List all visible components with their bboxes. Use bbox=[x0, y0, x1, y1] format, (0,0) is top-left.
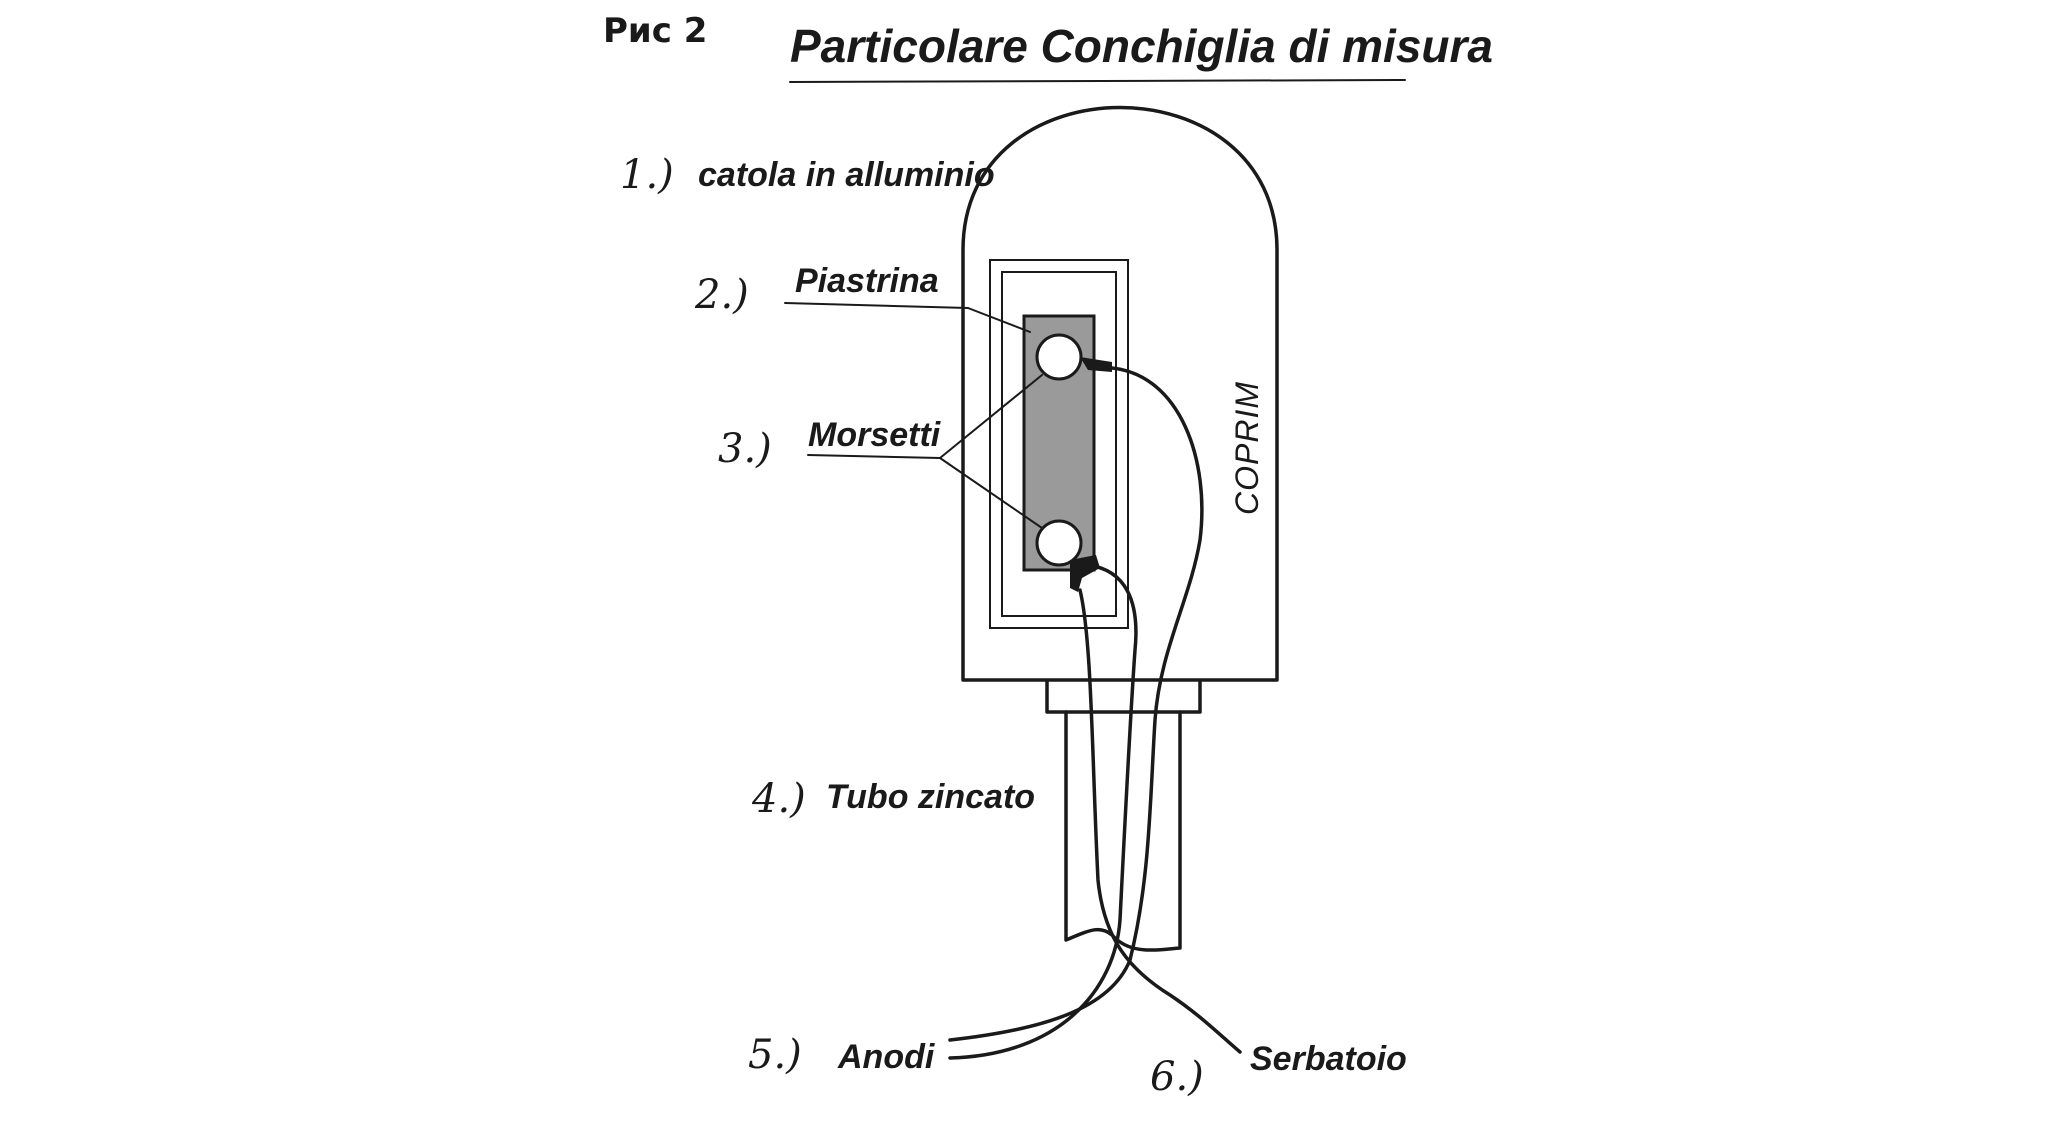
figure-label: Рис 2 bbox=[603, 11, 707, 51]
leader-terminal-top bbox=[939, 374, 1043, 459]
leader-terminals-underline bbox=[807, 454, 941, 459]
terminal-top-lug bbox=[1080, 357, 1112, 372]
title-underline bbox=[789, 79, 1406, 83]
part-number-3: 3.) bbox=[718, 426, 772, 472]
shell-neck bbox=[1045, 680, 1202, 714]
part-number-1: 1.) bbox=[620, 152, 674, 198]
part-label-6: Serbatoio bbox=[1250, 1040, 1407, 1078]
wire-anodes-1 bbox=[948, 366, 1204, 1042]
terminal-top bbox=[1035, 333, 1083, 381]
part-label-4: Tubo zincato bbox=[826, 778, 1035, 816]
terminal-bottom bbox=[1035, 519, 1083, 567]
leader-terminal-bottom bbox=[939, 457, 1043, 529]
part-number-4: 4.) bbox=[751, 776, 806, 822]
wire-anodes-2 bbox=[948, 563, 1138, 1060]
part-label-3: Morsetti bbox=[808, 416, 942, 454]
wire-tank bbox=[1078, 588, 1242, 1054]
inner-frame bbox=[989, 259, 1129, 629]
leader-plate-underline bbox=[784, 302, 969, 309]
part-number-6: 6.) bbox=[1150, 1054, 1204, 1100]
inner-frame-border bbox=[1001, 271, 1117, 617]
part-label-1: catola in alluminio bbox=[698, 156, 995, 194]
part-label-2: Piastrina bbox=[795, 262, 939, 300]
part-number-5: 5.) bbox=[748, 1032, 802, 1078]
terminal-bottom-lug bbox=[1070, 555, 1100, 592]
aluminium-shell bbox=[961, 105, 1279, 682]
leader-plate bbox=[967, 307, 1031, 333]
part-label-5: Anodi bbox=[837, 1038, 936, 1076]
part-number-2: 2.) bbox=[694, 272, 749, 318]
brand-text: COPRIM bbox=[1229, 381, 1265, 515]
diagram-title: Particolare Conchiglia di misura bbox=[790, 20, 1493, 72]
